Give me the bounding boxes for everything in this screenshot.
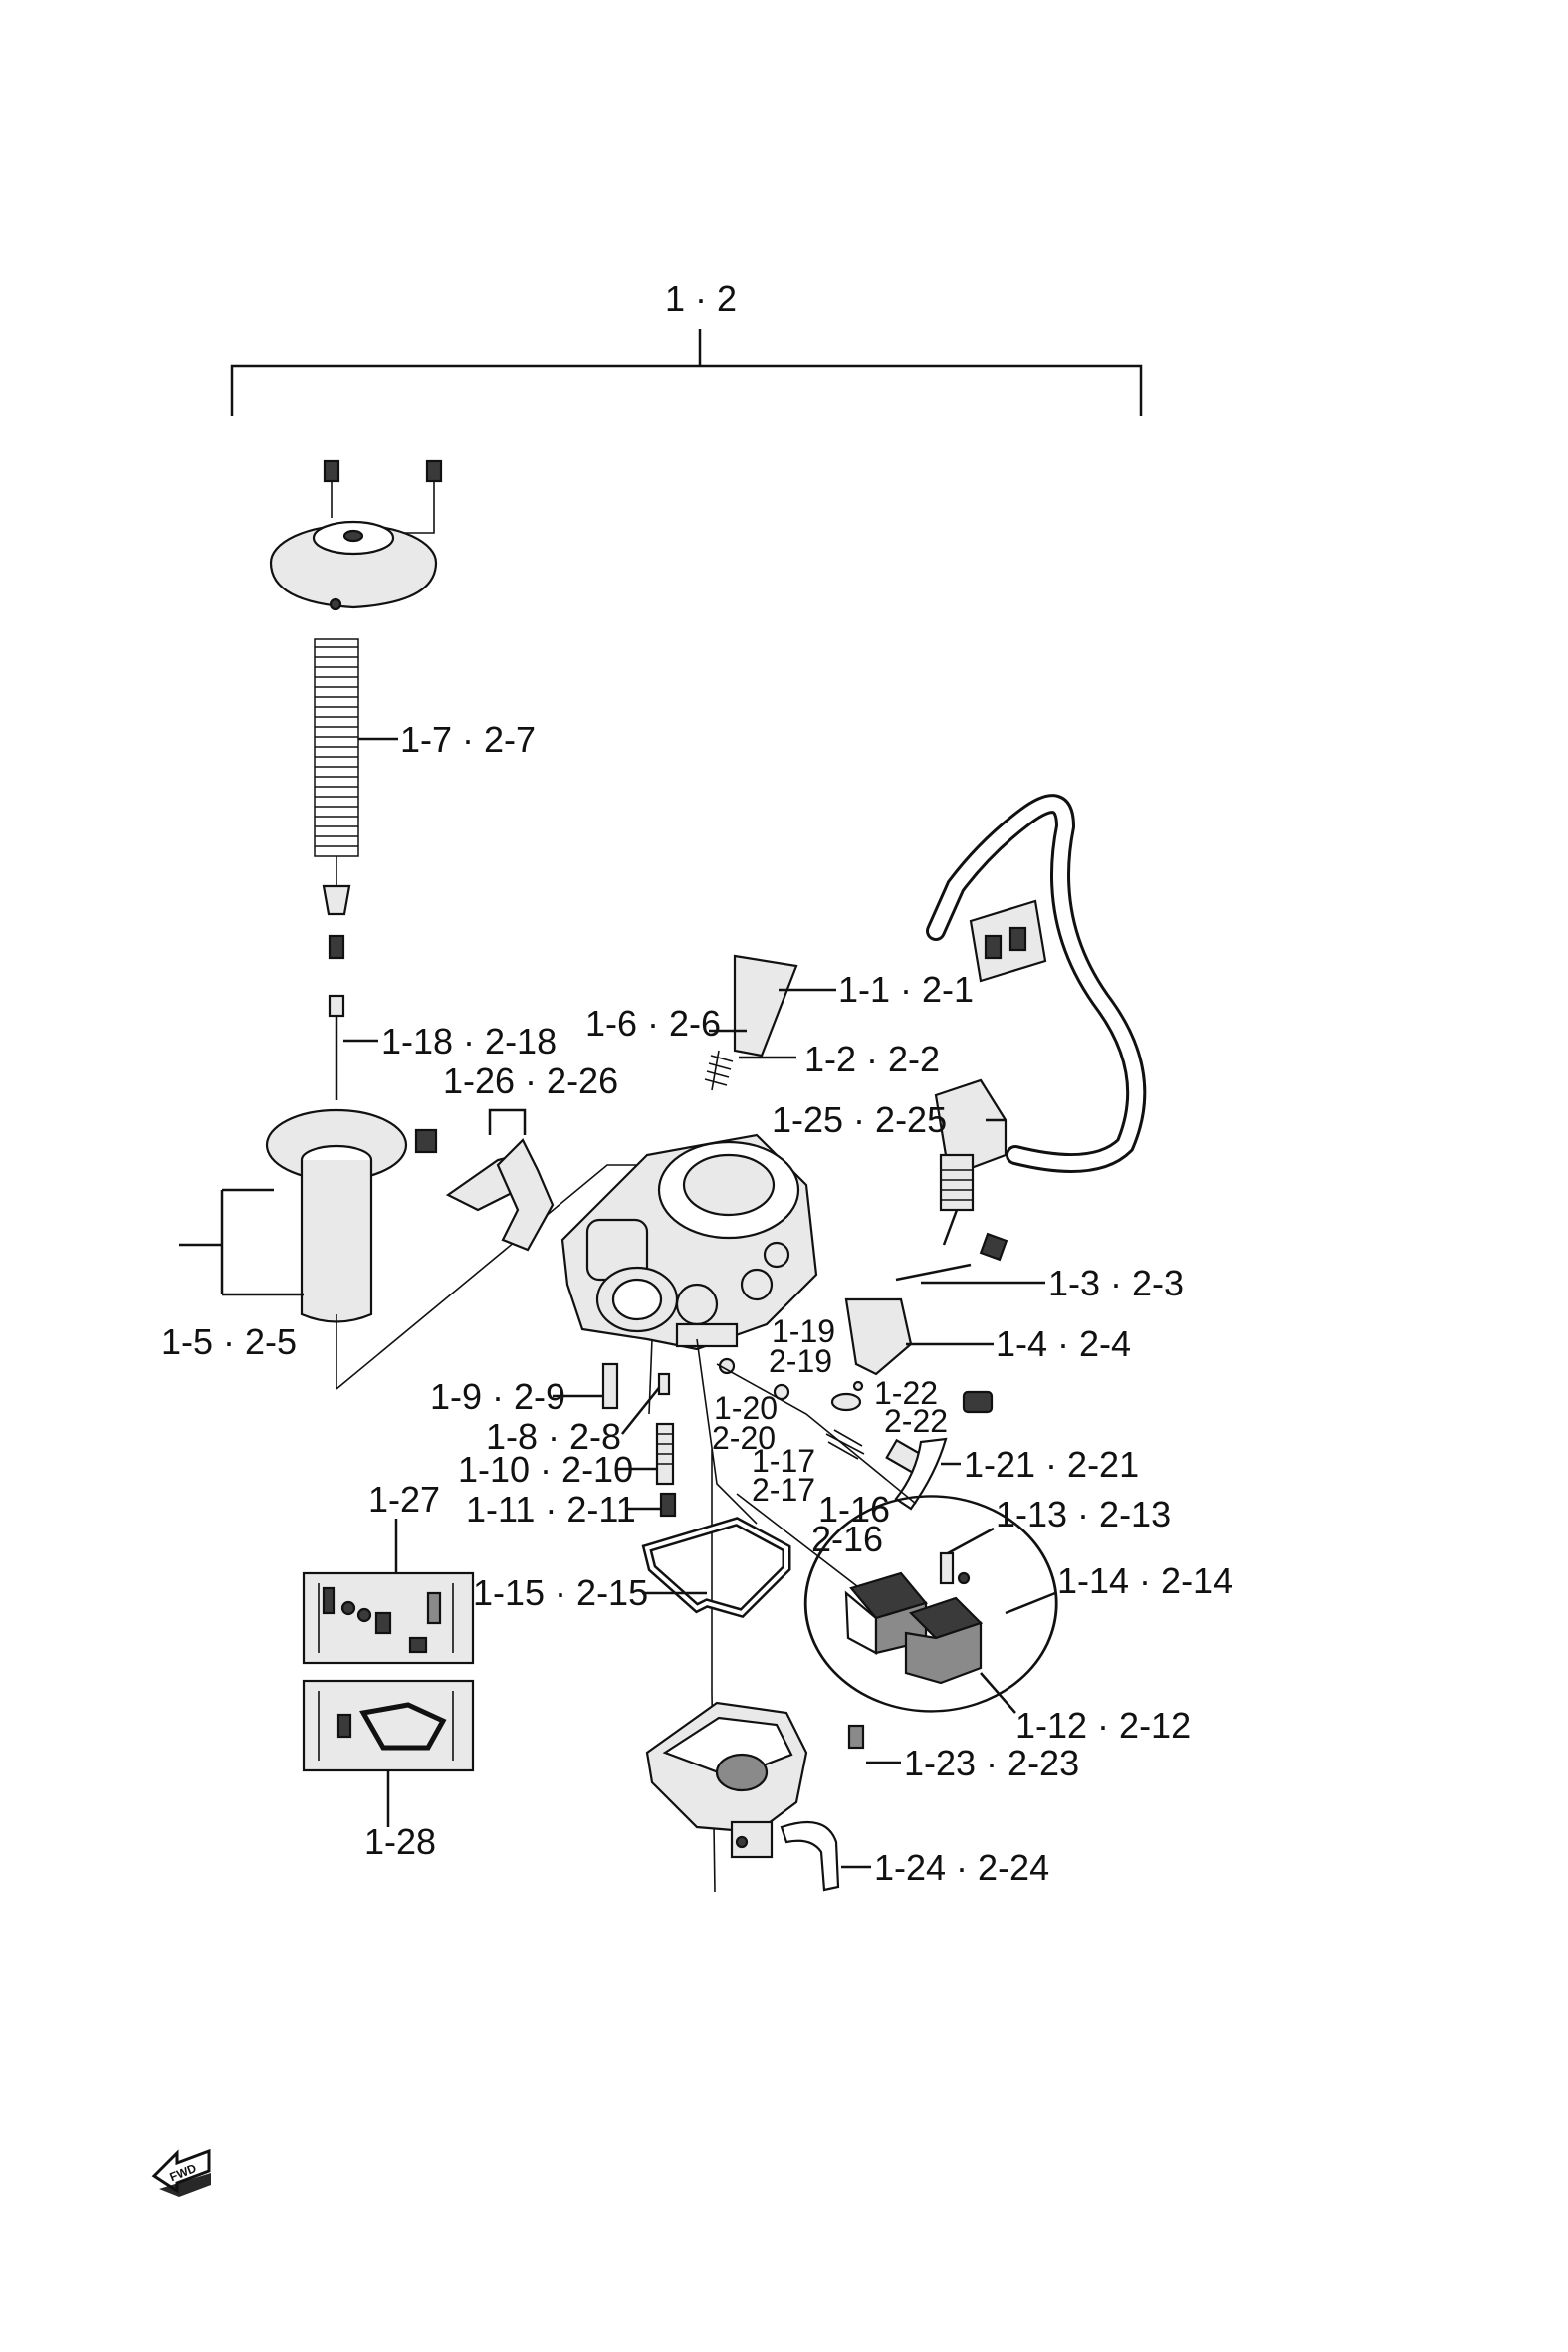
label-2-19: 2-19 bbox=[769, 1343, 832, 1379]
spring bbox=[314, 638, 398, 857]
label-1-2: 1 · 2 bbox=[665, 278, 737, 319]
label-1-9: 1-9 · 2-9 bbox=[430, 1376, 565, 1417]
label-1-21: 1-21 · 2-21 bbox=[964, 1444, 1139, 1485]
label-1-4: 1-4 · 2-4 bbox=[996, 1323, 1131, 1364]
label-2-20: 2-20 bbox=[712, 1420, 776, 1456]
label-1-26: 1-26 · 2-26 bbox=[443, 1060, 618, 1101]
label-1-18: 1-18 · 2-18 bbox=[381, 1021, 557, 1061]
label-1-22: 1-22 bbox=[874, 1375, 938, 1411]
fwd-arrow-icon: FWD bbox=[151, 2148, 211, 2197]
jet-needle bbox=[322, 856, 378, 1100]
label-1-3: 1-3 · 2-3 bbox=[1048, 1263, 1184, 1303]
label-1-16: 1-16 bbox=[818, 1489, 890, 1529]
label-1-28: 1-28 bbox=[364, 1821, 436, 1862]
label-2-17: 2-17 bbox=[752, 1472, 815, 1508]
assembly-bracket bbox=[230, 329, 1143, 416]
label-1-2b: 1-2 · 2-2 bbox=[804, 1039, 940, 1079]
label-1-1: 1-1 · 2-1 bbox=[838, 969, 974, 1010]
vacuum-piston bbox=[179, 1108, 408, 1389]
label-1-14: 1-14 · 2-14 bbox=[1057, 1560, 1232, 1601]
float-detail bbox=[803, 1495, 1058, 1714]
label-1-23: 1-23 · 2-23 bbox=[904, 1743, 1079, 1783]
label-1-12: 1-12 · 2-12 bbox=[1015, 1705, 1191, 1746]
float-bowl bbox=[645, 1701, 901, 1892]
float-bowl-gasket bbox=[641, 1517, 791, 1619]
sensor-screw bbox=[895, 1232, 1045, 1285]
sensor-bracket bbox=[844, 1297, 994, 1376]
label-1-8: 1-8 · 2-8 bbox=[486, 1416, 621, 1457]
label-1-7: 1-7 · 2-7 bbox=[400, 719, 536, 760]
gasket-kit-1-28 bbox=[302, 1679, 475, 1827]
wiring-harness bbox=[926, 794, 1147, 1173]
label-1-25: 1-25 · 2-25 bbox=[772, 1099, 947, 1140]
label-1-6: 1-6 · 2-6 bbox=[585, 1003, 721, 1044]
label-1-11: 1-11 · 2-11 bbox=[466, 1489, 636, 1529]
label-1-24: 1-24 · 2-24 bbox=[874, 1847, 1049, 1888]
carburetor-body bbox=[560, 1133, 818, 1351]
label-1-27: 1-27 bbox=[368, 1479, 440, 1520]
small-fittings bbox=[718, 1357, 994, 1511]
repair-kit-1-27 bbox=[302, 1519, 475, 1665]
label-1-5: 1-5 · 2-5 bbox=[161, 1321, 297, 1362]
throttle-bracket bbox=[414, 1108, 555, 1252]
starter-plunger bbox=[704, 954, 836, 1091]
label-2-22: 2-22 bbox=[884, 1403, 948, 1439]
label-1-19: 1-19 bbox=[772, 1313, 835, 1349]
label-1-10: 1-10 · 2-10 bbox=[458, 1449, 633, 1490]
throttle-sensor bbox=[934, 1078, 1008, 1246]
label-1-15: 1-15 · 2-15 bbox=[473, 1572, 648, 1613]
label-1-17: 1-17 bbox=[752, 1443, 815, 1479]
jets bbox=[553, 1338, 677, 1518]
label-2-16: 2-16 bbox=[811, 1519, 883, 1559]
diaphragm-cover bbox=[269, 459, 443, 611]
projection-lines bbox=[696, 1338, 937, 1893]
label-1-13: 1-13 · 2-13 bbox=[996, 1494, 1171, 1534]
label-1-20: 1-20 bbox=[714, 1390, 778, 1426]
